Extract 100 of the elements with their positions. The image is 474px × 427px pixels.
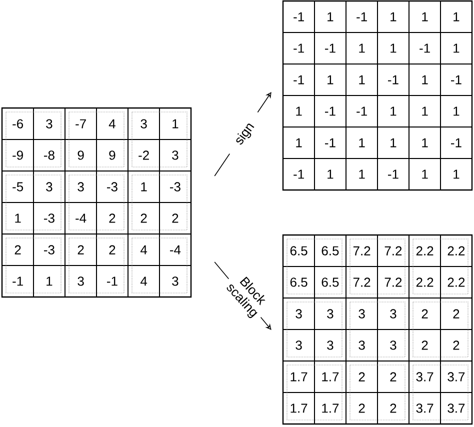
matrix-cell: 1 xyxy=(46,276,52,286)
matrix-cell: 6.5 xyxy=(290,278,308,287)
matrix-cell: 1 xyxy=(172,119,178,128)
matrix-cell: -1 xyxy=(451,138,462,148)
matrix-cell: -1 xyxy=(325,138,336,148)
matrix-cell: 1 xyxy=(328,75,334,84)
matrix-cell: -1 xyxy=(420,44,430,53)
matrix-cell: -1 xyxy=(388,170,398,179)
matrix-cell: 1 xyxy=(390,44,396,53)
matrix-cell: 3.7 xyxy=(416,404,434,413)
matrix-cell: -8 xyxy=(44,150,54,160)
matrix-cell: 1 xyxy=(454,170,460,179)
matrix-cell: 1 xyxy=(15,214,21,223)
matrix-cell: 1 xyxy=(390,106,396,116)
matrix-cell: 1 xyxy=(359,44,365,53)
matrix-cell: 2 xyxy=(109,245,116,254)
matrix-cell: -1 xyxy=(356,12,367,22)
matrix-cell: 1 xyxy=(454,106,460,116)
matrix-cell: 2.2 xyxy=(416,246,434,256)
matrix-cell: 3.7 xyxy=(448,372,465,382)
matrix-cell: 3 xyxy=(172,150,178,160)
matrix-cell: 7.2 xyxy=(353,278,370,287)
matrix-cell: 1 xyxy=(422,170,428,179)
matrix-cell: 3.7 xyxy=(448,404,465,413)
matrix-cell: 2 xyxy=(172,214,178,223)
matrix-cell: 1 xyxy=(328,12,334,22)
matrix-cell: 3 xyxy=(78,182,84,192)
matrix-cell: 1 xyxy=(422,138,428,148)
matrix-cell: -6 xyxy=(12,119,24,128)
matrix-cell: 1 xyxy=(454,44,460,53)
matrix-cell: 1 xyxy=(454,12,460,22)
matrix-cell: 2.2 xyxy=(416,278,434,287)
matrix-cell: 1 xyxy=(359,170,365,179)
matrix-cell: 3 xyxy=(78,276,84,286)
matrix-cell: 1 xyxy=(328,170,334,179)
matrix-cell: 1 xyxy=(296,106,302,116)
matrix-cell: 1.7 xyxy=(322,372,339,382)
matrix-cell: -1 xyxy=(107,276,118,286)
matrix-cell: 3.7 xyxy=(416,372,434,382)
matrix-cell: 7.2 xyxy=(353,246,370,256)
matrix-cell: 2 xyxy=(390,372,396,382)
matrix-cell: -1 xyxy=(325,44,336,53)
matrix-cell: 4 xyxy=(108,119,116,128)
matrix-cell: 4 xyxy=(140,245,148,254)
matrix-cell: -3 xyxy=(107,182,118,192)
matrix-cell: 3 xyxy=(46,182,52,192)
matrix-cell: -9 xyxy=(12,150,23,160)
matrix-cell: 2 xyxy=(422,309,428,318)
matrix-cell: 2 xyxy=(109,214,116,223)
matrix-cell: 2 xyxy=(453,340,460,350)
matrix-cell: 6.5 xyxy=(322,246,339,256)
matrix-cell: 1.7 xyxy=(290,404,308,413)
matrix-cell: 7.2 xyxy=(384,246,402,256)
matrix-cell: -1 xyxy=(294,170,304,179)
matrix-cell: 3 xyxy=(327,309,334,318)
matrix-cell: 1 xyxy=(390,138,396,148)
matrix-cell: -3 xyxy=(44,245,54,254)
matrix-cell: 3 xyxy=(296,309,302,318)
matrix-cell: 1 xyxy=(141,182,147,192)
matrix-cell: 3 xyxy=(327,340,334,350)
matrix-cell: 1 xyxy=(422,106,428,116)
matrix-cell: 1 xyxy=(422,12,428,22)
matrix-cell: 2 xyxy=(358,372,365,382)
matrix-cell: -1 xyxy=(356,106,367,116)
matrix-cell: -1 xyxy=(12,276,23,286)
matrix-cell: 1.7 xyxy=(290,372,308,382)
matrix-cell: 4 xyxy=(140,276,148,286)
matrix-cell: -3 xyxy=(44,214,54,223)
matrix-cell: 3 xyxy=(46,119,52,128)
matrix-cell: -4 xyxy=(170,245,181,254)
edge-label: sign xyxy=(224,110,266,158)
matrix-cell: 1 xyxy=(296,138,302,148)
matrix-cell: -1 xyxy=(294,75,304,84)
matrix-cell: 3 xyxy=(390,309,396,318)
matrix-cell: -1 xyxy=(325,106,336,116)
matrix-cell: 2 xyxy=(78,245,84,254)
matrix-cell: 2.2 xyxy=(448,278,465,287)
matrix xyxy=(282,0,473,191)
matrix-cell: 2 xyxy=(422,340,428,350)
matrix-cell: 3 xyxy=(358,309,365,318)
matrix-cell: -2 xyxy=(138,150,149,160)
matrix-cell: 7.2 xyxy=(384,278,402,287)
matrix-cell: -1 xyxy=(388,75,398,84)
matrix-cell: 6.5 xyxy=(322,278,339,287)
matrix-cell: 2 xyxy=(358,404,365,413)
matrix-cell: 1 xyxy=(359,138,365,148)
matrix-cell: 2 xyxy=(14,245,21,254)
matrix-cell: -4 xyxy=(76,214,86,223)
matrix-cell: 1 xyxy=(390,12,396,22)
matrix-cell: -1 xyxy=(294,44,304,53)
matrix-cell: 3 xyxy=(296,340,302,350)
matrix-cell: 1 xyxy=(422,75,428,84)
matrix-cell: 3 xyxy=(140,119,147,128)
matrix-cell: 6.5 xyxy=(290,246,308,256)
matrix-cell: -3 xyxy=(170,182,180,192)
matrix-cell: 1 xyxy=(359,75,365,84)
matrix xyxy=(282,234,473,425)
matrix-cell: 9 xyxy=(78,150,84,160)
matrix-cell: -7 xyxy=(76,119,86,128)
matrix-cell: 9 xyxy=(109,150,116,160)
